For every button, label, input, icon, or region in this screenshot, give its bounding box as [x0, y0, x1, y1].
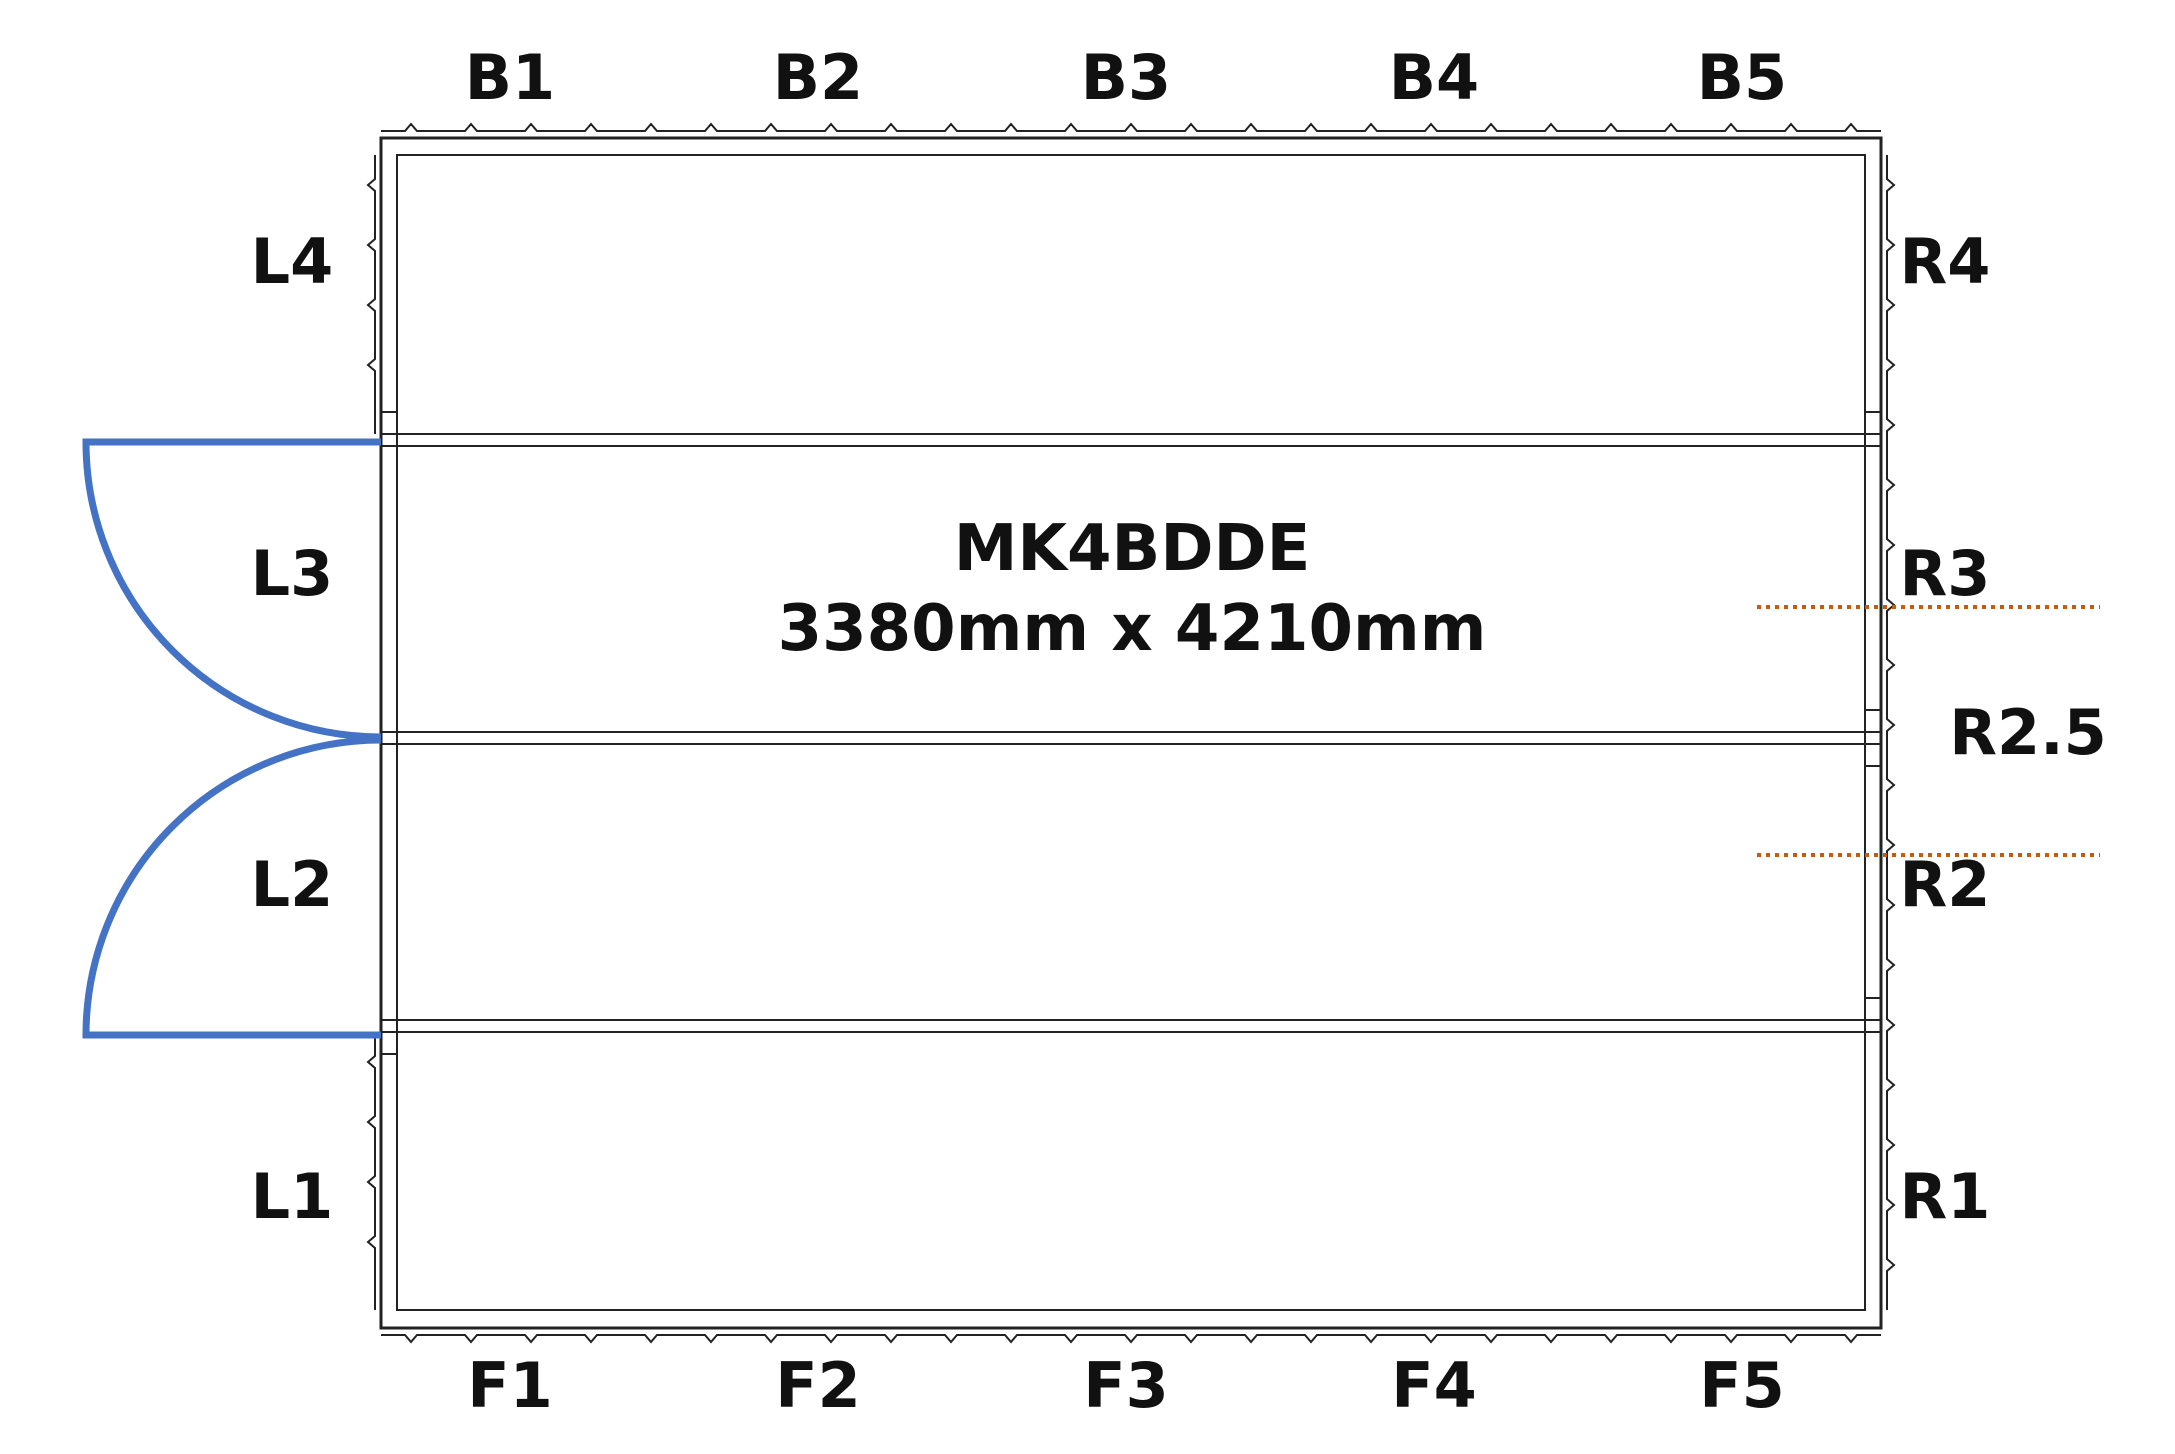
front-label-3: F3 [1083, 1349, 1169, 1422]
post-left-top [380, 411, 398, 435]
wall-left-lower-break [366, 1032, 376, 1310]
right-label-1: R1 [1900, 1160, 1991, 1233]
wall-right-break [1886, 155, 1896, 1310]
back-label-2: B2 [773, 41, 863, 114]
front-label-2: F2 [775, 1349, 861, 1422]
front-label-5: F5 [1699, 1349, 1785, 1422]
right-labels: R4 R3 R2 R1 [1900, 225, 1991, 1233]
back-label-3: B3 [1081, 41, 1171, 114]
left-label-2: L2 [251, 848, 334, 921]
corner-posts [380, 411, 1882, 1055]
post-right-mid-a [1864, 709, 1882, 733]
right-label-3: R3 [1900, 537, 1991, 610]
marker-label: R2.5 [1949, 696, 2107, 769]
right-label-2: R2 [1900, 848, 1991, 921]
left-label-3: L3 [251, 537, 334, 610]
door-swing-lower [82, 736, 382, 1039]
plan-title: MK4BDDE 3380mm x 4210mm [778, 512, 1487, 666]
left-label-4: L4 [251, 225, 334, 298]
left-labels: L4 L3 L2 L1 [251, 225, 334, 1233]
back-labels: B1 B2 B3 B4 B5 [465, 41, 1787, 114]
divider-top [380, 433, 1882, 447]
divider-middle [380, 731, 1882, 745]
back-label-5: B5 [1697, 41, 1787, 114]
front-labels: F1 F2 F3 F4 F5 [467, 1349, 1785, 1422]
front-label-1: F1 [467, 1349, 553, 1422]
left-label-1: L1 [251, 1160, 334, 1233]
post-right-top [1864, 411, 1882, 435]
divider-bottom [380, 1019, 1882, 1033]
right-label-4: R4 [1900, 225, 1991, 298]
r2-5-marker: R2.5 [1757, 605, 2107, 857]
post-right-mid-b [1864, 743, 1882, 767]
wall-back-break [381, 122, 1881, 132]
back-label-4: B4 [1389, 41, 1479, 114]
plan-dimensions: 3380mm x 4210mm [778, 592, 1487, 666]
plan-model: MK4BDDE [954, 512, 1311, 586]
back-label-1: B1 [465, 41, 555, 114]
wall-break-lines [366, 122, 1896, 1344]
front-label-4: F4 [1391, 1349, 1477, 1422]
wall-left-upper-break [366, 155, 376, 434]
door-swings [82, 438, 382, 1039]
door-swing-upper [82, 438, 382, 741]
post-left-bottom [380, 1031, 398, 1055]
post-right-bottom [1864, 997, 1882, 1021]
wall-front-break [381, 1334, 1881, 1344]
